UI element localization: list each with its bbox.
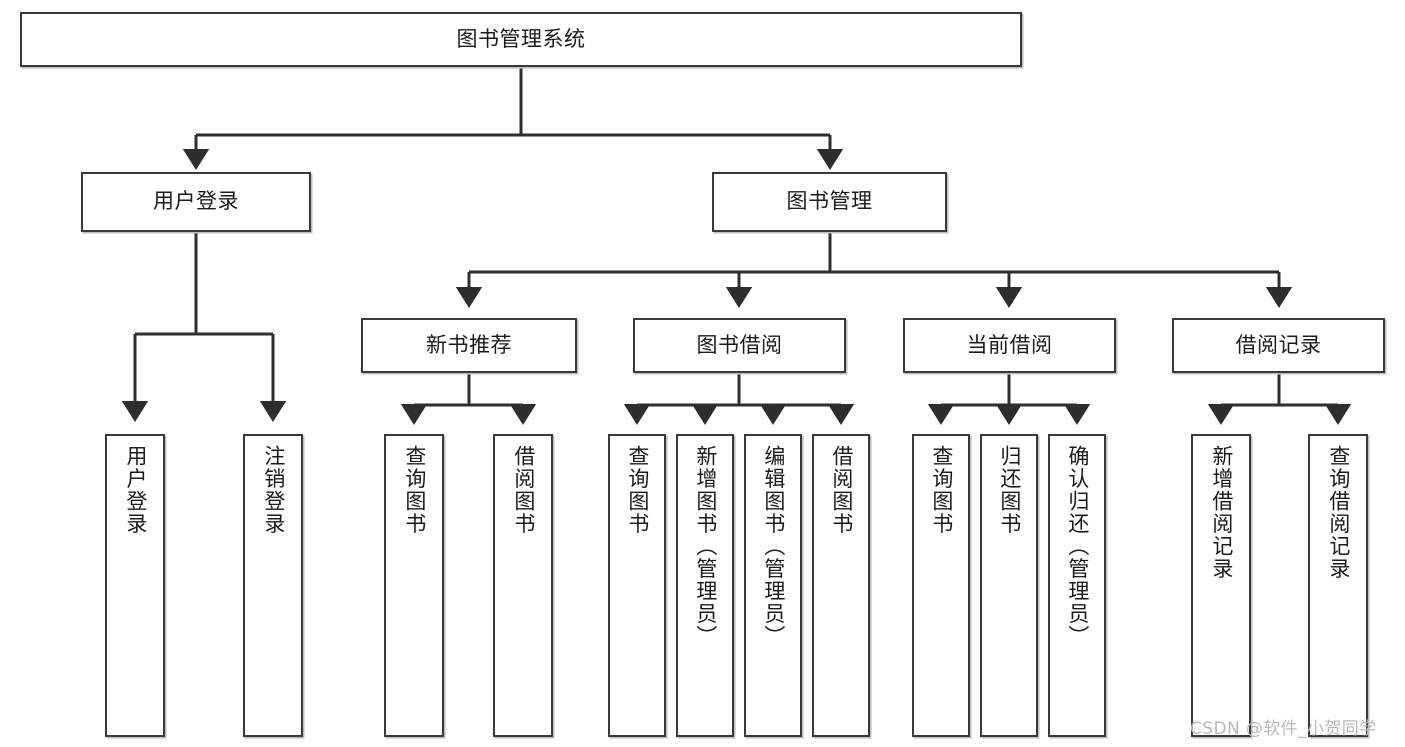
leaf-label: 查询借阅记录 bbox=[1326, 445, 1351, 580]
node-label: 图书管理系统 bbox=[456, 26, 586, 51]
leaf-user-login[interactable]: 用户登录 bbox=[105, 434, 165, 737]
leaf-label: 查询图书 bbox=[929, 445, 954, 535]
node-label: 图书管理 bbox=[786, 189, 873, 214]
node-user-login[interactable]: 用户登录 bbox=[81, 172, 311, 232]
leaf-add-book-admin[interactable]: 新增图书（管理员） bbox=[676, 434, 734, 737]
csdn-watermark: CSDN @软件_小贺同学 bbox=[1190, 719, 1377, 739]
leaf-borrow-book-borrow[interactable]: 借阅图书 bbox=[812, 434, 870, 737]
node-label: 新书推荐 bbox=[426, 332, 512, 357]
node-label: 用户登录 bbox=[153, 189, 239, 214]
leaf-label: 借阅图书 bbox=[829, 445, 854, 535]
leaf-label: 确认归还（管理员） bbox=[1065, 445, 1090, 648]
node-new-book-recommend[interactable]: 新书推荐 bbox=[361, 318, 577, 373]
node-borrow-record[interactable]: 借阅记录 bbox=[1172, 318, 1385, 373]
leaf-borrow-book-new-book[interactable]: 借阅图书 bbox=[493, 434, 553, 737]
node-label: 图书借阅 bbox=[696, 332, 783, 357]
leaf-add-borrow-record[interactable]: 新增借阅记录 bbox=[1191, 434, 1251, 737]
leaf-query-book-borrow[interactable]: 查询图书 bbox=[608, 434, 666, 737]
leaf-query-borrow-record[interactable]: 查询借阅记录 bbox=[1308, 434, 1368, 737]
node-label: 借阅记录 bbox=[1235, 332, 1322, 357]
leaf-label: 借阅图书 bbox=[511, 445, 536, 535]
leaf-label: 编辑图书（管理员） bbox=[761, 445, 786, 648]
leaf-label: 查询图书 bbox=[625, 445, 650, 535]
leaf-confirm-return-admin[interactable]: 确认归还（管理员） bbox=[1048, 434, 1106, 737]
leaf-user-logout[interactable]: 注销登录 bbox=[243, 434, 303, 737]
leaf-query-book-current[interactable]: 查询图书 bbox=[912, 434, 970, 737]
leaf-label: 新增借阅记录 bbox=[1209, 445, 1234, 580]
node-current-borrow[interactable]: 当前借阅 bbox=[903, 318, 1116, 373]
node-book-management-system[interactable]: 图书管理系统 bbox=[20, 12, 1022, 67]
leaf-return-book[interactable]: 归还图书 bbox=[980, 434, 1038, 737]
leaf-label: 新增图书（管理员） bbox=[693, 445, 718, 648]
leaf-edit-book-admin[interactable]: 编辑图书（管理员） bbox=[744, 434, 802, 737]
node-book-management[interactable]: 图书管理 bbox=[712, 172, 947, 232]
node-label: 当前借阅 bbox=[966, 332, 1053, 357]
leaf-label: 查询图书 bbox=[402, 445, 427, 535]
leaf-label: 注销登录 bbox=[261, 445, 286, 535]
node-book-borrow[interactable]: 图书借阅 bbox=[633, 318, 846, 373]
leaf-label: 用户登录 bbox=[123, 445, 148, 535]
leaf-query-book-new-book[interactable]: 查询图书 bbox=[384, 434, 444, 737]
leaf-label: 归还图书 bbox=[997, 445, 1022, 535]
